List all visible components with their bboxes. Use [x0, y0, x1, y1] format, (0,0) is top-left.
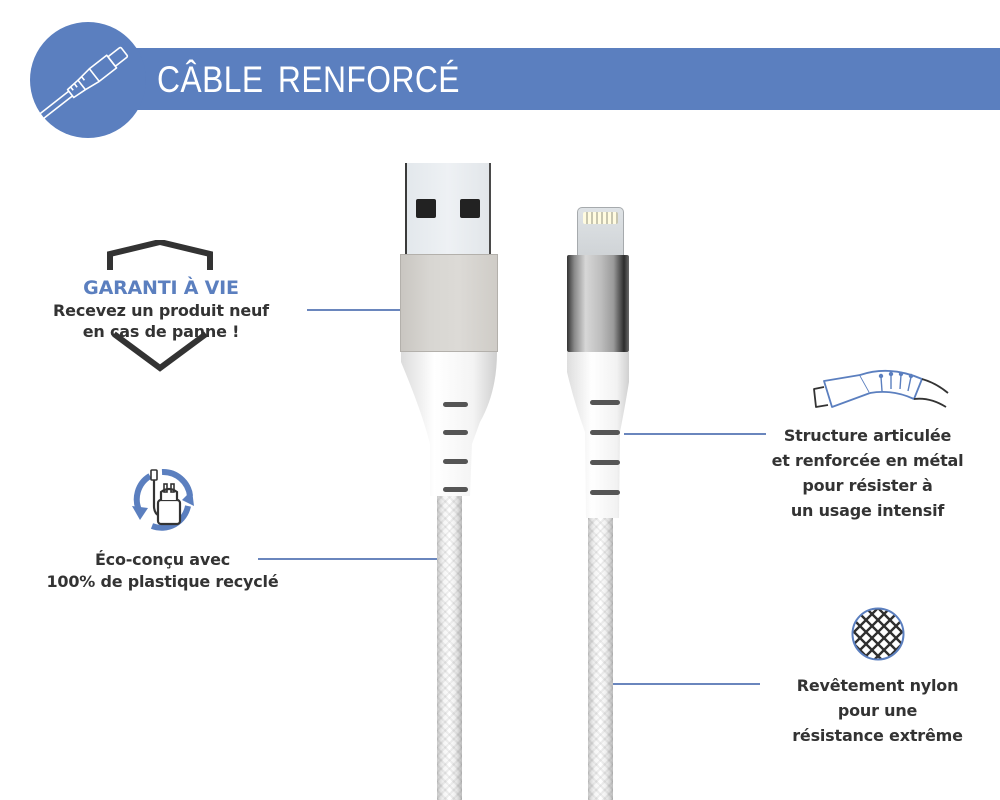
- lightning-pins: [583, 212, 618, 224]
- structure-feature: Structure articulée et renforcée en méta…: [755, 423, 980, 523]
- nylon-line-3: résistance extrême: [792, 726, 963, 745]
- lightning-housing: [567, 255, 629, 352]
- warranty-feature: GARANTI À VIE Recevez un produit neuf en…: [30, 276, 292, 342]
- eco-line-2: 100% de plastique recyclé: [46, 572, 279, 591]
- usb-a-plug: [405, 163, 491, 254]
- nylon-line-1: Revêtement nylon: [796, 676, 959, 695]
- warranty-line-2: en cas de panne !: [82, 322, 240, 341]
- warranty-line-1: Recevez un produit neuf: [53, 301, 269, 320]
- warranty-connector-line: [307, 309, 401, 311]
- shield-icon: [104, 240, 216, 374]
- usb-cable-braided: [437, 496, 462, 800]
- nylon-mesh-icon: [850, 606, 906, 662]
- usb-hole-left: [416, 199, 436, 218]
- articulated-cable-icon: [810, 365, 960, 410]
- nylon-feature: Revêtement nylon pour une résistance ext…: [770, 673, 985, 748]
- usb-a-housing: [400, 254, 498, 352]
- lightning-strain-relief: [566, 352, 632, 520]
- recycle-charger-icon: [128, 466, 198, 532]
- lightning-cable-braided: [588, 518, 613, 800]
- page-title: CÂBLE RENFORCÉ: [157, 59, 460, 100]
- structure-connector-line: [624, 433, 766, 435]
- nylon-line-2: pour une: [837, 701, 918, 720]
- eco-connector-line: [258, 558, 437, 560]
- eco-feature: Éco-conçu avec 100% de plastique recyclé: [20, 549, 305, 593]
- nylon-connector-line: [613, 683, 760, 685]
- structure-line-3: pour résister à: [802, 476, 933, 495]
- structure-line-4: un usage intensif: [790, 501, 945, 520]
- structure-line-1: Structure articulée: [783, 426, 952, 445]
- structure-line-2: et renforcée en métal: [771, 451, 964, 470]
- eco-line-1: Éco-conçu avec: [94, 550, 231, 569]
- header-badge: [30, 22, 146, 138]
- header-banner: [130, 48, 1000, 110]
- usb-hole-right: [460, 199, 480, 218]
- warranty-title: GARANTI À VIE: [83, 277, 239, 299]
- usb-strain-relief: [400, 352, 500, 498]
- cable-plug-icon: [38, 46, 129, 120]
